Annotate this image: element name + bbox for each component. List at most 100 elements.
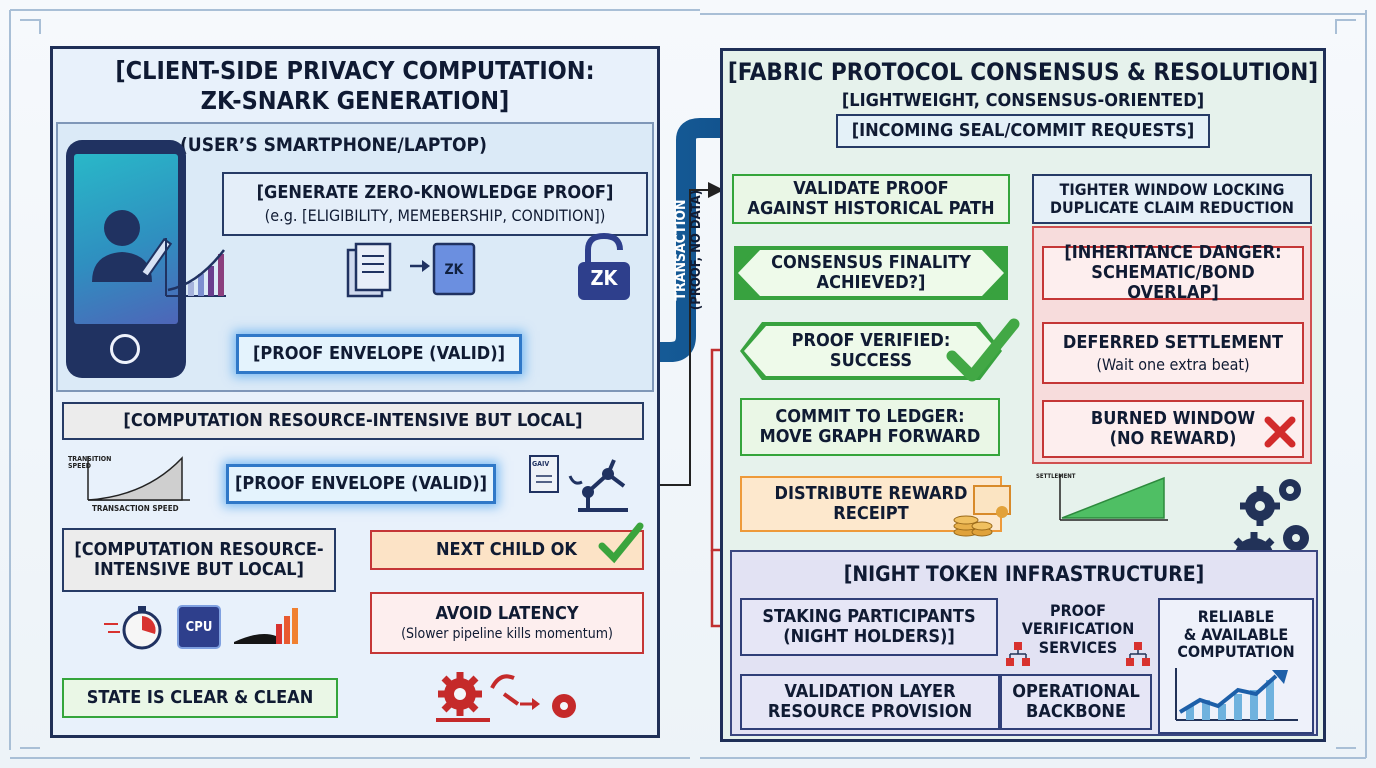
- state-clean-box: STATE IS CLEAR & CLEAN: [62, 678, 338, 718]
- operational-backbone-box: OPERATIONAL BACKBONE: [1000, 674, 1152, 730]
- proof-envelope-top: [PROOF ENVELOPE (VALID)]: [236, 334, 522, 374]
- reliable-line2: & AVAILABLE: [1183, 624, 1289, 644]
- generate-proof-box: [GENERATE ZERO-KNOWLEDGE PROOF] (e.g. [E…: [222, 172, 648, 236]
- commit-line1: COMMIT TO LEDGER:: [775, 406, 965, 428]
- left-title-line2: ZK-SNARK GENERATION]: [200, 85, 510, 115]
- computation-narrow-line1: [COMPUTATION RESOURCE-: [74, 539, 324, 561]
- zk-lock-label: ZK: [590, 266, 618, 290]
- commit-ledger-box: COMMIT TO LEDGER: MOVE GRAPH FORWARD: [740, 398, 1000, 456]
- deferred-settlement-box: DEFERRED SETTLEMENT (Wait one extra beat…: [1042, 322, 1304, 384]
- tighter-line2: DUPLICATE CLAIM REDUCTION: [1050, 198, 1294, 217]
- cpu-label: CPU: [185, 620, 213, 635]
- hierarchy-icon: [1006, 642, 1150, 666]
- cpu-icon: [177, 605, 221, 649]
- cross-icon: [1264, 416, 1296, 448]
- burned-window-box: BURNED WINDOW (NO REWARD): [1042, 400, 1304, 458]
- zk-document-icon: [432, 242, 476, 296]
- certificate-icon: [953, 485, 1011, 537]
- inheritance-line1: [INHERITANCE DANGER:: [1064, 242, 1282, 264]
- incoming-requests-box: [INCOMING SEAL/COMMIT REQUESTS]: [836, 114, 1210, 148]
- check-icon: [946, 318, 1020, 382]
- generate-proof-title: [GENERATE ZERO-KNOWLEDGE PROOF]: [256, 182, 614, 204]
- right-panel-title: [FABRIC PROTOCOL CONSENSUS & RESOLUTION]: [727, 58, 1319, 86]
- validation-line1: VALIDATION LAYER: [784, 681, 956, 703]
- next-child-box: NEXT CHILD OK: [370, 530, 644, 570]
- left-title-line1: [CLIENT-SIDE PRIVACY COMPUTATION:: [115, 56, 595, 85]
- transaction-arrow: [520, 118, 790, 362]
- finality-line2: ACHIEVED?]: [816, 272, 926, 293]
- validation-line2: RESOURCE PROVISION: [767, 701, 973, 722]
- device-label: (USER’S SMARTPHONE/LAPTOP): [180, 134, 487, 156]
- generate-proof-sub: (e.g. [ELIGIBILITY, MEMEBERSHIP, CONDITI…: [264, 206, 606, 226]
- burned-line1: BURNED WINDOW: [1090, 408, 1256, 430]
- bar-chart-icon: [234, 608, 298, 644]
- check-icon: [598, 522, 644, 564]
- document-stack-icon: [346, 242, 476, 298]
- unlock-icon: [578, 232, 630, 300]
- proof-services-line2: VERIFICATION: [1021, 619, 1135, 639]
- verified-line2: SUCCESS: [829, 350, 913, 371]
- burned-line2: (NO REWARD): [1109, 428, 1237, 449]
- proof-services-line3: SERVICES: [1038, 637, 1118, 657]
- reliable-line1: RELIABLE: [1197, 607, 1275, 626]
- staking-participants-box: STAKING PARTICIPANTS (NIGHT HOLDERS)]: [740, 598, 998, 656]
- computation-narrow-line2: INTENSIVE BUT LOCAL]: [94, 559, 304, 580]
- tighter-window-box: TIGHTER WINDOW LOCKING DUPLICATE CLAIM R…: [1032, 174, 1312, 224]
- validation-layer-box: VALIDATION LAYER RESOURCE PROVISION: [740, 674, 1000, 730]
- staking-line2: (NIGHT HOLDERS)]: [783, 626, 955, 647]
- phone-home-button: [110, 334, 140, 364]
- deferred-line1: DEFERRED SETTLEMENT: [1062, 331, 1284, 353]
- doc-mini-label: GAIV: [532, 460, 550, 468]
- validate-line2: AGAINST HISTORICAL PATH: [747, 198, 995, 219]
- settlement-axis-label: SETTLEMENT: [1036, 473, 1076, 480]
- avoid-latency-box: AVOID LATENCY (Slower pipeline kills mom…: [370, 592, 644, 654]
- connector-line2: (PROOF, NO DATA): [689, 189, 704, 311]
- pencil-icon: [139, 237, 173, 279]
- commit-line2: MOVE GRAPH FORWARD: [759, 426, 981, 447]
- stopwatch-icon: [104, 606, 162, 650]
- staking-line1: STAKING PARTICIPANTS: [762, 606, 976, 628]
- coins-icon: [953, 515, 993, 537]
- line-chart-icon: [1175, 668, 1298, 721]
- gears-icon: [436, 672, 576, 722]
- transaction-connector-label: TRANSACTION (PROOF, NO DATA): [673, 165, 721, 335]
- reliable-line3: COMPUTATION: [1177, 642, 1295, 662]
- computation-narrow-box: [COMPUTATION RESOURCE- INTENSIVE BUT LOC…: [62, 528, 336, 592]
- verified-hex: PROOF VERIFIED: SUCCESS: [744, 326, 998, 376]
- distribute-line1: DISTRIBUTE REWARD: [774, 483, 968, 505]
- proof-envelope-mid: [PROOF ENVELOPE (VALID)]: [226, 464, 496, 504]
- connector-line1: TRANSACTION: [673, 199, 689, 301]
- performance-icons: [104, 605, 298, 650]
- proof-services-line1: PROOF: [1050, 601, 1106, 620]
- validate-proof-box: VALIDATE PROOF AGAINST HISTORICAL PATH: [732, 174, 1010, 224]
- phone-icon: [66, 140, 186, 378]
- verified-line1: PROOF VERIFIED:: [791, 330, 951, 352]
- speed-y-label: TRANSITION SPEED: [68, 455, 112, 470]
- finality-line1: CONSENSUS FINALITY: [771, 252, 971, 274]
- validate-line1: VALIDATE PROOF: [793, 178, 949, 200]
- right-panel-subtitle: [LIGHTWEIGHT, CONSENSUS-ORIENTED]: [841, 90, 1205, 111]
- deferred-line2: (Wait one extra beat): [1096, 354, 1250, 374]
- frame-lines: [9, 9, 1367, 759]
- finality-hex: CONSENSUS FINALITY ACHIEVED?]: [738, 250, 1004, 296]
- computation-wide-box: [COMPUTATION RESOURCE-INTENSIVE BUT LOCA…: [62, 402, 644, 440]
- inheritance-line2: SCHEMATIC/BOND OVERLAP]: [1091, 262, 1255, 303]
- distribute-line2: RECEIPT: [833, 503, 909, 524]
- proof-services-label: PROOF VERIFICATION SERVICES: [1010, 601, 1146, 657]
- backbone-line1: OPERATIONAL: [1012, 681, 1140, 703]
- speed-axis-label: TRANSACTION SPEED: [92, 504, 179, 513]
- settlement-chart-icon: [1059, 474, 1168, 521]
- speed-chart-icon: [87, 456, 190, 501]
- tighter-line1: TIGHTER WINDOW LOCKING: [1059, 180, 1285, 200]
- avoid-latency-sub: (Slower pipeline kills momentum): [401, 625, 613, 642]
- left-panel-title: [CLIENT-SIDE PRIVACY COMPUTATION: ZK-SNA…: [50, 56, 660, 115]
- night-token-title: [NIGHT TOKEN INFRASTRUCTURE]: [843, 562, 1205, 586]
- user-icon: [92, 210, 226, 297]
- zk-doc-label: ZK: [444, 262, 464, 278]
- inheritance-danger-box: [INHERITANCE DANGER: SCHEMATIC/BOND OVER…: [1042, 242, 1304, 303]
- avoid-latency-title: AVOID LATENCY: [435, 602, 579, 624]
- backbone-line2: BACKBONE: [1025, 701, 1127, 722]
- growth-chart-icon: [165, 238, 226, 297]
- robot-arm-icon: [529, 455, 628, 512]
